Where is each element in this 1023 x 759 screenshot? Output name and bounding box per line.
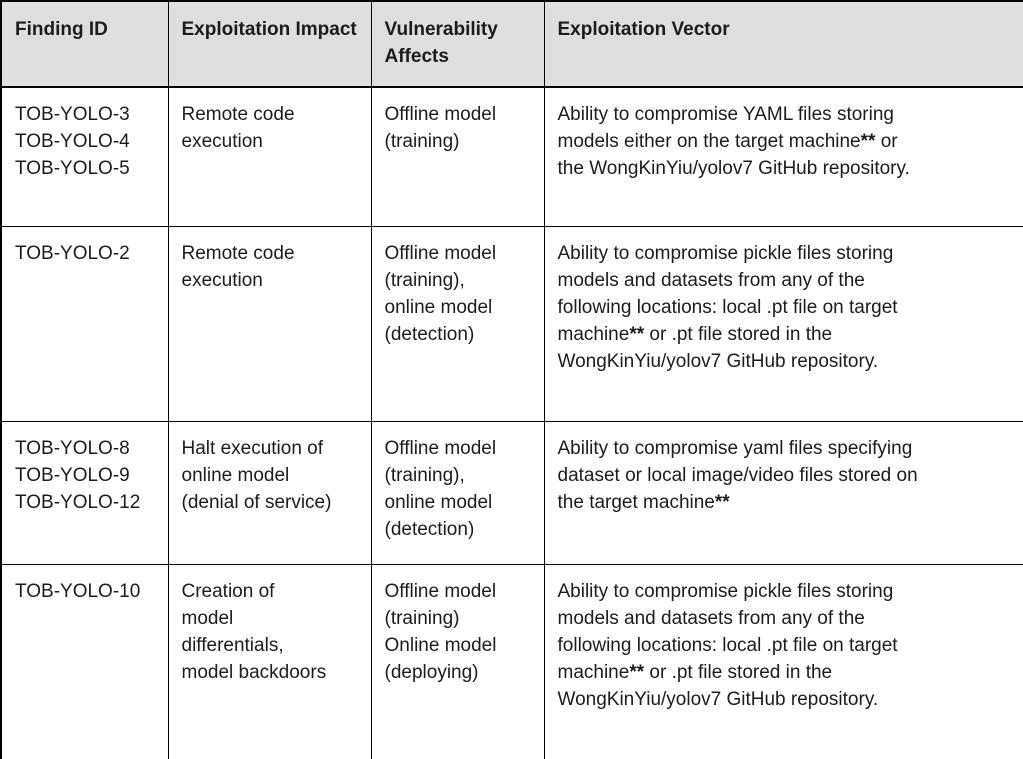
table-row: TOB-YOLO-8 TOB-YOLO-9 TOB-YOLO-12 Halt e… (0, 420, 1023, 565)
cell-exploitation-impact: Remote code execution (167, 225, 372, 422)
cell-exploitation-vector: Ability to compromise yaml files specify… (543, 420, 1023, 565)
column-header-exploitation-impact: Exploitation Impact (167, 0, 372, 88)
cell-exploitation-vector: Ability to compromise pickle files stori… (543, 225, 1023, 422)
column-header-exploitation-vector: Exploitation Vector (543, 0, 1023, 88)
cell-vulnerability-affects: Offline model (training), online model (… (370, 420, 545, 565)
column-header-vulnerability-affects: Vulnerability Affects (370, 0, 545, 88)
header-row: Finding ID Exploitation Impact Vulnerabi… (0, 0, 1023, 88)
table-row: TOB-YOLO-10 Creation of model differenti… (0, 563, 1023, 759)
cell-vulnerability-affects: Offline model (training) Online model (d… (370, 563, 545, 759)
cell-finding-ids: TOB-YOLO-10 (0, 563, 169, 759)
table-row: TOB-YOLO-2 Remote code execution Offline… (0, 225, 1023, 422)
cell-vulnerability-affects: Offline model (training), online model (… (370, 225, 545, 422)
table-row: TOB-YOLO-3 TOB-YOLO-4 TOB-YOLO-5 Remote … (0, 86, 1023, 227)
cell-exploitation-impact: Halt execution of online model (denial o… (167, 420, 372, 565)
column-header-finding-id: Finding ID (0, 0, 169, 88)
cell-exploitation-vector: Ability to compromise pickle files stori… (543, 563, 1023, 759)
cell-exploitation-impact: Remote code execution (167, 86, 372, 227)
cell-finding-ids: TOB-YOLO-8 TOB-YOLO-9 TOB-YOLO-12 (0, 420, 169, 565)
cell-exploitation-vector: Ability to compromise YAML files storing… (543, 86, 1023, 227)
cell-finding-ids: TOB-YOLO-3 TOB-YOLO-4 TOB-YOLO-5 (0, 86, 169, 227)
cell-vulnerability-affects: Offline model (training) (370, 86, 545, 227)
cell-finding-ids: TOB-YOLO-2 (0, 225, 169, 422)
cell-exploitation-impact: Creation of model differentials, model b… (167, 563, 372, 759)
